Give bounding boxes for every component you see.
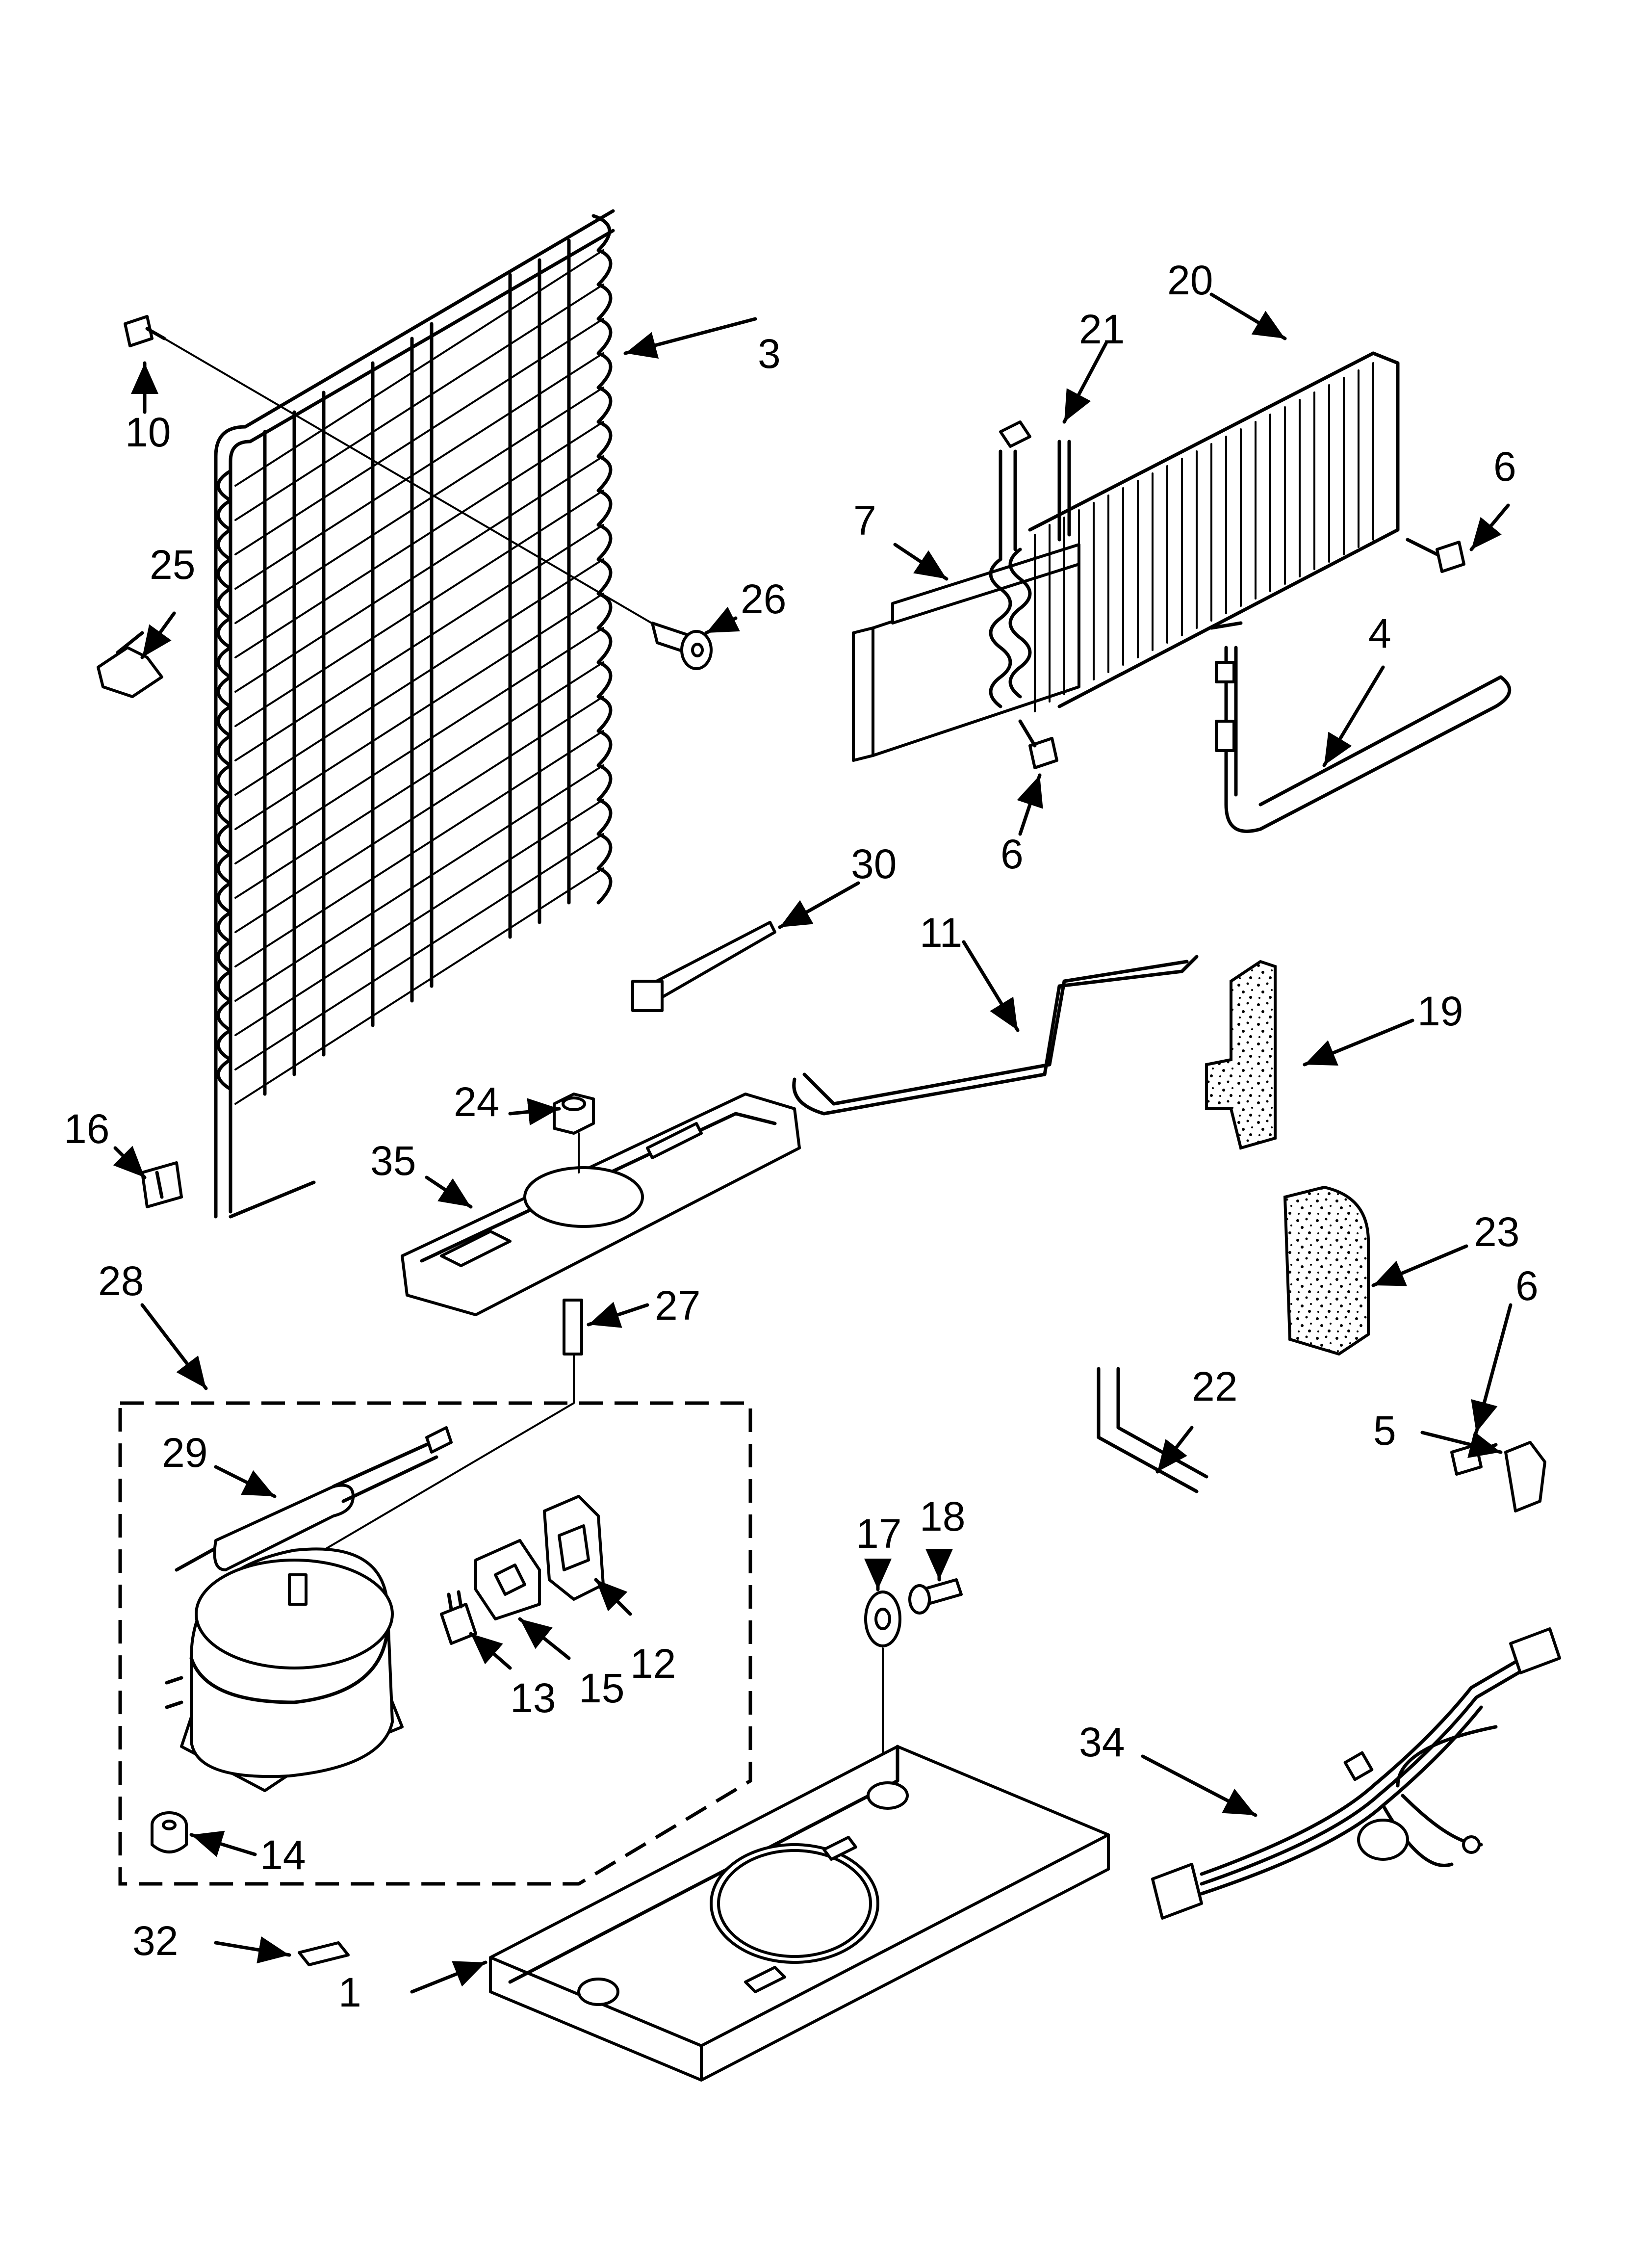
drain-pan-35 [401, 1093, 801, 1316]
callout-16: 16 [64, 1106, 109, 1152]
leader-lines [113, 292, 1513, 1994]
filter-drier-29 [175, 1426, 453, 1572]
bracket-5 [1504, 1441, 1546, 1512]
callout-18: 18 [920, 1493, 965, 1539]
grommet-14 [151, 1811, 188, 1853]
callout-23: 23 [1474, 1209, 1519, 1255]
callout-labels: 3 10 25 26 16 21 20 6 7 6 4 30 11 19 24 … [64, 257, 1539, 2015]
foam-insulation-19 [1205, 960, 1277, 1150]
callout-15: 15 [579, 1665, 624, 1711]
callout-35: 35 [370, 1138, 416, 1184]
screw-10 [124, 315, 678, 639]
compressor [165, 1547, 404, 1792]
callout-6-c: 6 [1515, 1263, 1539, 1309]
nut-24 [553, 1093, 595, 1173]
callout-17: 17 [856, 1511, 901, 1557]
cable-tie-30 [631, 921, 776, 1012]
relay-15 [474, 1539, 541, 1620]
tube-27 [264, 1299, 583, 1586]
callout-22: 22 [1192, 1363, 1237, 1409]
screw-6-a [1406, 538, 1465, 573]
callout-26: 26 [741, 576, 786, 622]
grommet-17 [864, 1590, 901, 1816]
callout-5: 5 [1373, 1408, 1396, 1454]
callout-32: 32 [132, 1918, 178, 1964]
callout-11: 11 [920, 910, 962, 956]
clip-16 [141, 1161, 183, 1208]
compressor-kit-box [118, 1401, 752, 1886]
callout-1: 1 [338, 1969, 361, 2015]
bolt-18 [908, 1578, 963, 1615]
callout-20: 20 [1167, 257, 1213, 303]
foam-block-23 [1283, 1185, 1370, 1356]
callout-4: 4 [1368, 610, 1391, 656]
callout-6-a: 6 [1493, 443, 1516, 490]
callout-28: 28 [98, 1258, 144, 1304]
spacer-26 [651, 622, 713, 670]
overload-13 [440, 1590, 477, 1645]
defrost-heater-4 [1209, 621, 1512, 833]
wire-harness-34 [1151, 1627, 1561, 1920]
callout-29: 29 [162, 1430, 207, 1476]
clip-32 [298, 1941, 350, 1966]
callout-30: 30 [851, 841, 897, 887]
callout-14: 14 [260, 1832, 306, 1878]
callout-3: 3 [758, 331, 781, 377]
tube-11 [792, 955, 1199, 1116]
screw-6-b [1018, 719, 1058, 769]
callout-13: 13 [510, 1675, 556, 1721]
callout-12: 12 [630, 1641, 676, 1687]
callout-21: 21 [1079, 306, 1125, 352]
callout-25: 25 [150, 542, 195, 588]
callout-10: 10 [125, 409, 171, 455]
base-tray-1 [489, 1745, 1110, 2082]
relay-cover-12 [543, 1495, 605, 1601]
callout-34: 34 [1079, 1719, 1125, 1765]
bracket-25 [97, 631, 163, 698]
callout-19: 19 [1417, 988, 1463, 1034]
callout-7: 7 [853, 497, 876, 544]
condenser-coil [214, 209, 615, 1219]
evaporator [852, 351, 1400, 762]
callout-27: 27 [655, 1282, 700, 1329]
callout-6-b: 6 [1001, 831, 1024, 877]
callout-24: 24 [454, 1079, 499, 1125]
